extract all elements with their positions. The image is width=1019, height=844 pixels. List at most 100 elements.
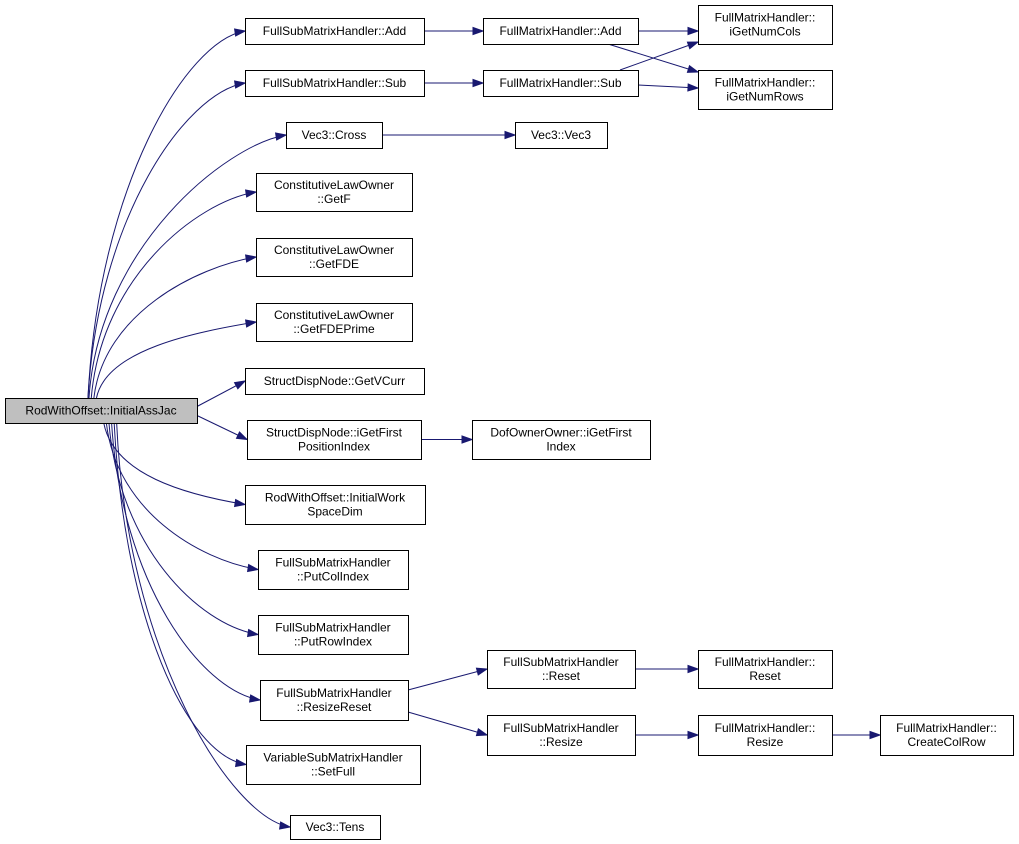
node-label: PositionIndex bbox=[298, 440, 370, 454]
node-clo-getfdeprime[interactable]: ConstitutiveLawOwner::GetFDEPrime bbox=[256, 303, 413, 342]
edge-fmh-add-to-fmh-igetnumrows-arrowhead bbox=[686, 64, 700, 73]
node-box bbox=[256, 173, 413, 212]
node-box bbox=[258, 615, 409, 655]
node-box bbox=[245, 368, 425, 395]
edge-root-to-sdn-igetfirst-arrowhead bbox=[235, 431, 249, 441]
node-label: FullSubMatrixHandler bbox=[503, 721, 618, 735]
edge-fmh-sub-to-fmh-igetnumrows-arrowhead bbox=[687, 83, 700, 92]
node-fsmh-putrow[interactable]: FullSubMatrixHandler::PutRowIndex bbox=[258, 615, 409, 655]
node-label: FullSubMatrixHandler bbox=[276, 686, 391, 700]
node-fmh-createcolrow[interactable]: FullMatrixHandler::CreateColRow bbox=[880, 715, 1014, 756]
node-label: ::Reset bbox=[542, 669, 581, 683]
node-box bbox=[290, 815, 381, 840]
node-label: RodWithOffset::InitialAssJac bbox=[25, 404, 176, 418]
edge-root-to-fsmh-resizereset bbox=[111, 422, 261, 701]
node-box bbox=[487, 715, 636, 756]
node-label: ::SetFull bbox=[311, 765, 355, 779]
node-label: ConstitutiveLawOwner bbox=[274, 243, 394, 257]
node-layer: RodWithOffset::InitialAssJacFullSubMatri… bbox=[5, 5, 1014, 840]
node-label: FullSubMatrixHandler::Add bbox=[263, 24, 406, 38]
node-label: SpaceDim bbox=[307, 505, 362, 519]
node-label: iGetNumCols bbox=[729, 25, 800, 39]
edge-root-to-fsmh-putrow bbox=[108, 422, 259, 635]
node-fsmh-putcol[interactable]: FullSubMatrixHandler::PutColIndex bbox=[258, 550, 409, 590]
edge-vec3-cross-to-vec3-vec3-arrowhead bbox=[504, 130, 517, 140]
node-box bbox=[880, 715, 1014, 756]
node-box bbox=[245, 70, 425, 97]
edge-fsmh-resizereset-to-fsmh-reset-arrowhead bbox=[475, 667, 489, 676]
node-box bbox=[245, 18, 425, 45]
edge-fmh-sub-to-fmh-igetnumcols bbox=[619, 41, 699, 71]
node-fsmh-resizereset[interactable]: FullSubMatrixHandler::ResizeReset bbox=[260, 680, 409, 721]
node-vec3-cross[interactable]: Vec3::Cross bbox=[286, 122, 383, 149]
node-fmh-sub[interactable]: FullMatrixHandler::Sub bbox=[483, 70, 639, 97]
node-vec3-tens[interactable]: Vec3::Tens bbox=[290, 815, 381, 840]
node-label: FullSubMatrixHandler bbox=[275, 556, 390, 570]
node-box bbox=[483, 18, 639, 45]
node-box bbox=[260, 680, 409, 721]
node-label: ::Resize bbox=[539, 735, 583, 749]
node-label: RodWithOffset::InitialWork bbox=[265, 491, 406, 505]
edge-root-to-fsmh-resizereset-arrowhead bbox=[248, 694, 262, 703]
node-fsmh-sub[interactable]: FullSubMatrixHandler::Sub bbox=[245, 70, 425, 97]
edge-fsmh-resizereset-to-fsmh-resize-arrowhead bbox=[475, 728, 489, 737]
edge-fmh-add-to-fmh-igetnumcols-arrowhead bbox=[687, 26, 700, 36]
node-vsmh-setfull[interactable]: VariableSubMatrixHandler::SetFull bbox=[246, 745, 421, 785]
edge-root-to-vsmh-setfull bbox=[113, 422, 247, 765]
node-fmh-reset[interactable]: FullMatrixHandler::Reset bbox=[698, 650, 833, 689]
node-label: Vec3::Vec3 bbox=[531, 128, 591, 142]
edge-fsmh-resize-to-fmh-resize-arrowhead bbox=[687, 730, 700, 740]
node-box bbox=[286, 122, 383, 149]
node-fsmh-resize[interactable]: FullSubMatrixHandler::Resize bbox=[487, 715, 636, 756]
edge-root-to-clo-getfde-arrowhead bbox=[244, 254, 258, 263]
node-fmh-igetnumcols[interactable]: FullMatrixHandler::iGetNumCols bbox=[698, 5, 833, 45]
node-label: ConstitutiveLawOwner bbox=[274, 308, 394, 322]
edge-root-to-clo-getfdeprime-arrowhead bbox=[244, 319, 258, 328]
edge-layer bbox=[87, 26, 882, 830]
edge-root-to-fsmh-putrow-arrowhead bbox=[246, 628, 260, 638]
edge-root-to-fsmh-sub-arrowhead bbox=[233, 80, 247, 89]
node-fsmh-reset[interactable]: FullSubMatrixHandler::Reset bbox=[487, 650, 636, 689]
node-box bbox=[483, 70, 639, 97]
node-label: ::GetFDE bbox=[309, 257, 359, 271]
node-label: FullSubMatrixHandler bbox=[275, 621, 390, 635]
edge-root-to-sdn-getvcurr-arrowhead bbox=[233, 380, 247, 390]
edge-root-to-vec3-cross bbox=[88, 134, 287, 399]
node-label: ::GetF bbox=[317, 192, 350, 206]
node-label: FullMatrixHandler:: bbox=[715, 11, 816, 25]
node-box bbox=[472, 420, 651, 460]
node-fmh-resize[interactable]: FullMatrixHandler::Resize bbox=[698, 715, 833, 756]
node-vec3-vec3[interactable]: Vec3::Vec3 bbox=[515, 122, 608, 149]
node-label: ::ResizeReset bbox=[297, 700, 372, 714]
edge-fsmh-resizereset-to-fsmh-reset bbox=[407, 668, 488, 691]
node-label: FullMatrixHandler:: bbox=[715, 721, 816, 735]
edge-root-to-fsmh-putcol-arrowhead bbox=[246, 563, 260, 573]
node-fmh-add[interactable]: FullMatrixHandler::Add bbox=[483, 18, 639, 45]
node-label: FullSubMatrixHandler::Sub bbox=[263, 76, 407, 90]
node-fsmh-add[interactable]: FullSubMatrixHandler::Add bbox=[245, 18, 425, 45]
node-sdn-getvcurr[interactable]: StructDispNode::GetVCurr bbox=[245, 368, 425, 395]
node-box bbox=[487, 650, 636, 689]
edge-fmh-resize-to-fmh-createcolrow-arrowhead bbox=[869, 730, 882, 740]
node-clo-getfde[interactable]: ConstitutiveLawOwner::GetFDE bbox=[256, 238, 413, 277]
node-label: ::GetFDEPrime bbox=[293, 322, 375, 336]
node-box bbox=[698, 5, 833, 45]
edge-root-to-fsmh-add-arrowhead bbox=[233, 28, 247, 37]
edge-root-to-vec3-tens bbox=[116, 422, 291, 828]
edge-root-to-vec3-tens-arrowhead bbox=[278, 821, 292, 830]
edge-fsmh-reset-to-fmh-reset-arrowhead bbox=[687, 664, 700, 674]
node-label: ConstitutiveLawOwner bbox=[274, 178, 394, 192]
edge-root-to-fsmh-sub bbox=[87, 82, 246, 399]
node-label: FullMatrixHandler::Sub bbox=[499, 76, 621, 90]
node-label: ::PutRowIndex bbox=[294, 635, 372, 649]
node-fmh-igetnumrows[interactable]: FullMatrixHandler::iGetNumRows bbox=[698, 70, 833, 110]
node-label: Vec3::Cross bbox=[302, 128, 367, 142]
edge-root-to-clo-getfde bbox=[93, 256, 257, 399]
node-clo-getf[interactable]: ConstitutiveLawOwner::GetF bbox=[256, 173, 413, 212]
node-label: Reset bbox=[749, 669, 781, 683]
edge-root-to-fsmh-add bbox=[87, 30, 246, 399]
